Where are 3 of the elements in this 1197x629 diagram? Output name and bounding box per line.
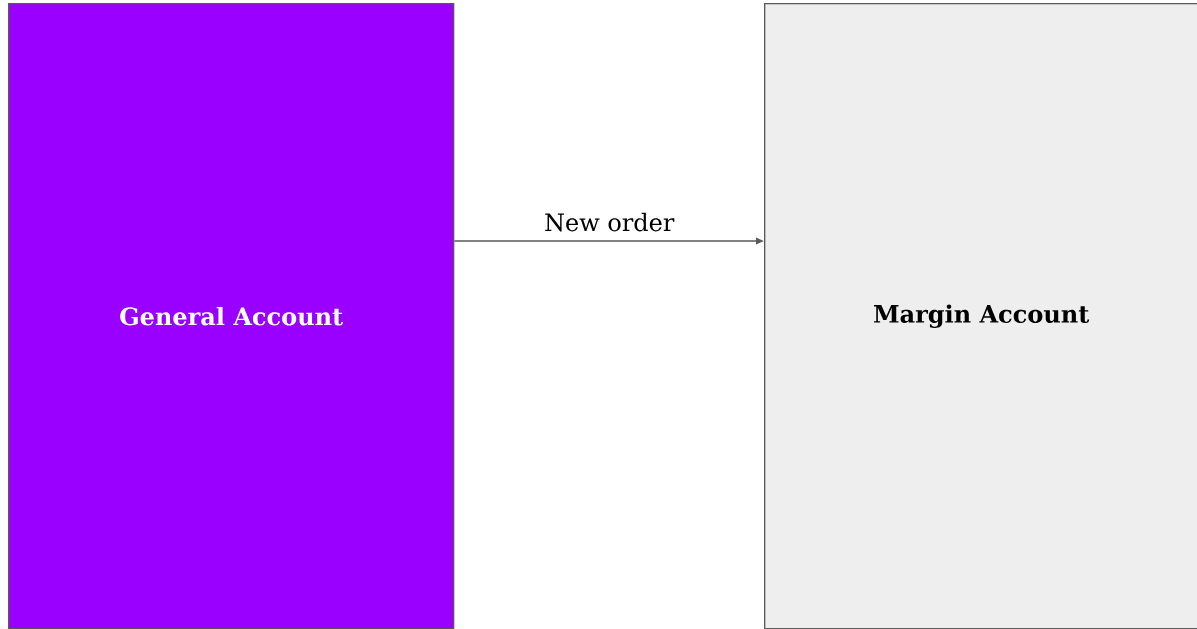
account-box: Margin Account: [764, 3, 1197, 629]
edge-label: New order: [545, 212, 675, 232]
account-box: General Account: [8, 3, 455, 629]
